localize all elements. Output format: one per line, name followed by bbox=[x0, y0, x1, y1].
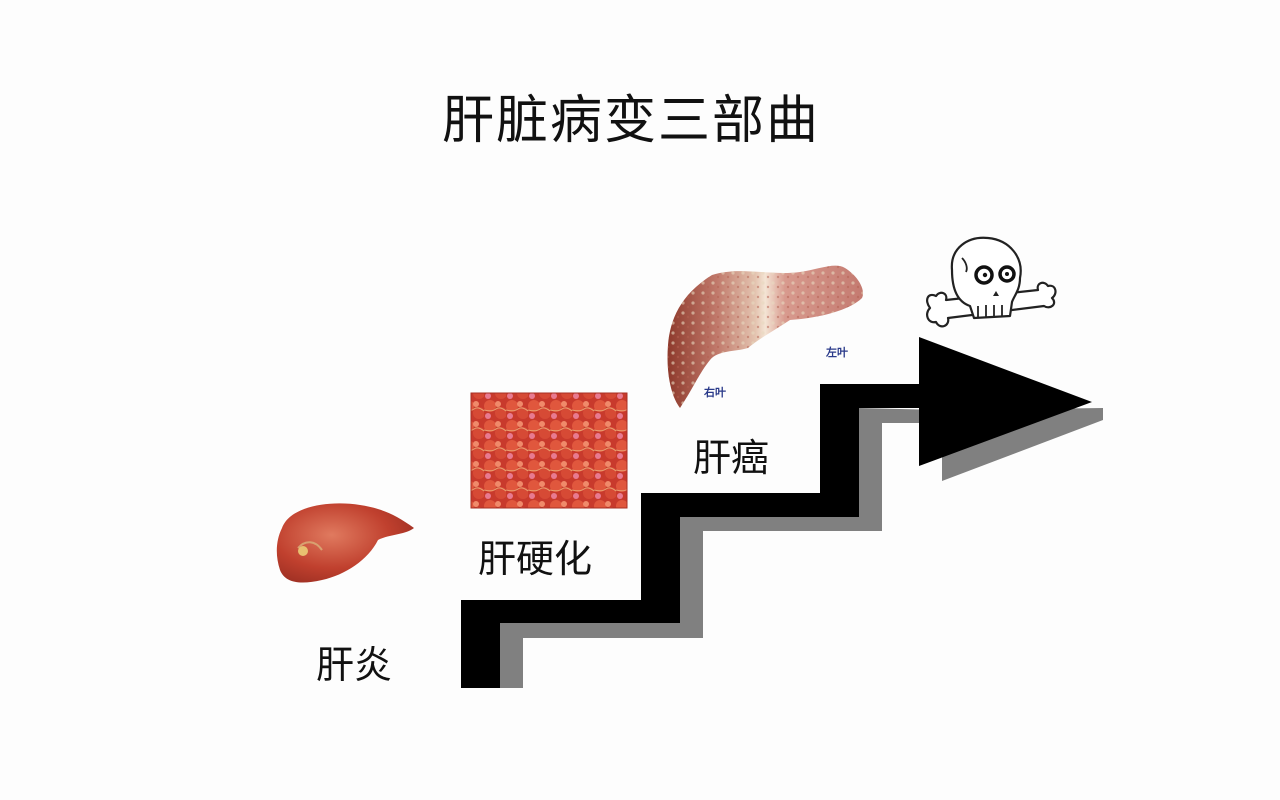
left-lobe-label: 左叶 bbox=[826, 346, 848, 359]
stage-label-liver-cancer: 肝癌 bbox=[693, 436, 770, 480]
right-lobe-label: 右叶 bbox=[704, 386, 726, 399]
page-title: 肝脏病变三部曲 bbox=[441, 91, 820, 151]
arrow-body bbox=[461, 337, 1092, 688]
stage-label-cirrhosis: 肝硬化 bbox=[478, 537, 593, 581]
stage-label-hepatitis: 肝炎 bbox=[316, 643, 393, 687]
arrow-head bbox=[919, 337, 1092, 466]
